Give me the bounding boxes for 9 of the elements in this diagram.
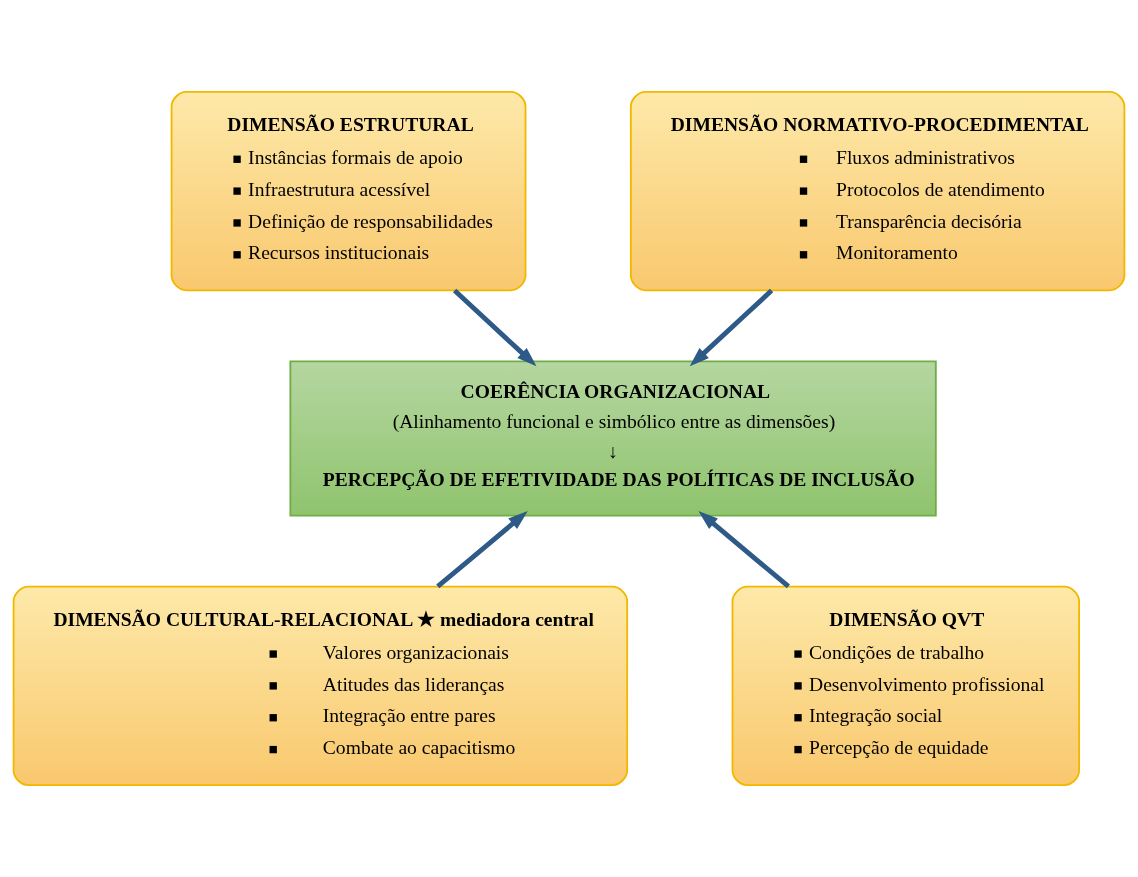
arrow — [698, 511, 790, 589]
node-box: DIMENSÃO QVT Condições de trabalho Desenvolvimento profissional Integração social Percepção de equidade — [731, 585, 1080, 786]
arrow — [689, 288, 774, 367]
node-box: DIMENSÃO ESTRUTURAL Instâncias formais de apoio Infraestrutura acessível Definição de responsabilidades Recursos institucionais — [170, 91, 527, 292]
node-box: COERÊNCIA ORGANIZACIONAL (Alinhamento funcional e simbólico entre as dimensões) ↓ PERCEPÇÃO DE EFETIVIDADE DAS POLÍTICAS DE INCLUSÃO — [289, 360, 937, 517]
node-box: DIMENSÃO NORMATIVO-PROCEDIMENTAL Fluxos administrativos Protocolos de atendimento Transparência decisória Monitoramento — [629, 91, 1126, 292]
arrow — [436, 511, 528, 589]
node-box: DIMENSÃO CULTURAL-RELACIONAL ★ mediadora central Valores organizacionais Atitudes das lideranças Integração entre pares Combate ao capacitismo — [12, 585, 629, 786]
arrow — [452, 288, 537, 367]
